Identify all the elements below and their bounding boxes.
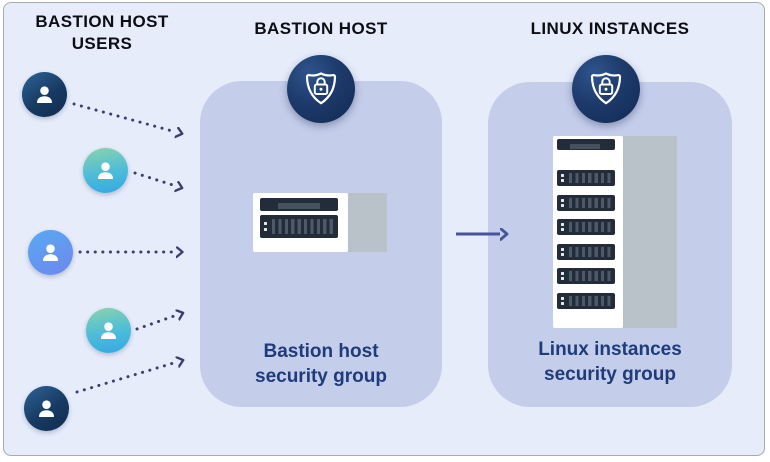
linux-server-stack	[553, 136, 677, 328]
server-unit	[557, 195, 615, 211]
bastion-column-title: BASTION HOST	[254, 19, 388, 38]
server-side-panel	[623, 136, 677, 328]
server-display-bar	[557, 139, 615, 150]
shield-lock-icon	[590, 72, 622, 105]
person-glyph	[98, 162, 113, 180]
server-side-panel	[348, 193, 387, 252]
linux-shield-badge	[572, 55, 640, 123]
server-unit	[260, 215, 338, 238]
user-icon	[86, 308, 131, 353]
linux-column-title: LINUX INSTANCES	[530, 19, 690, 38]
server-unit	[557, 293, 615, 309]
person-glyph	[43, 244, 58, 262]
bastion-server-icon	[253, 193, 387, 252]
server-unit	[557, 244, 615, 260]
linux-security-group-label: Linux instances security group	[538, 339, 682, 386]
bastion-security-group-label: Bastion host security group	[255, 341, 387, 388]
user-icon	[28, 230, 73, 275]
server-unit	[557, 268, 615, 284]
server-unit	[557, 219, 615, 235]
user-icon	[22, 72, 67, 117]
person-glyph	[101, 322, 116, 340]
person-glyph	[37, 86, 52, 104]
user-icon	[83, 148, 128, 193]
shield-lock-icon	[305, 72, 337, 105]
server-display-bar	[260, 198, 338, 211]
bastion-shield-badge	[287, 55, 355, 123]
users-column-title: BASTION HOST USERS	[35, 12, 169, 54]
person-glyph	[39, 400, 54, 418]
user-icon	[24, 386, 69, 431]
server-unit	[557, 170, 615, 186]
